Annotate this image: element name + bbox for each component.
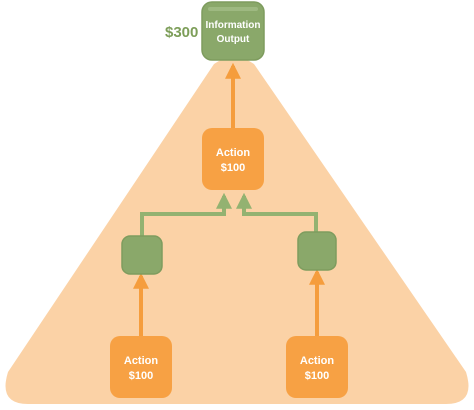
middle-action-amount: $100: [221, 162, 245, 174]
pyramid-background: [5, 57, 469, 404]
right-action-label: Action: [300, 355, 335, 367]
output-node-label-line1: Information: [206, 20, 261, 31]
left-intermediate-node: [121, 235, 163, 275]
right-intermediate-node: [297, 231, 337, 271]
output-node: Information Output: [201, 1, 265, 61]
middle-action-node: Action $100: [202, 128, 264, 190]
left-action-amount: $100: [129, 370, 153, 382]
arrow-right-node-to-middle: [236, 192, 318, 232]
output-node-label-line2: Output: [217, 34, 250, 45]
middle-action-label: Action: [216, 147, 251, 159]
left-action-label: Action: [124, 355, 159, 367]
left-action-node: Action $100: [110, 336, 172, 398]
right-action-node: Action $100: [286, 336, 348, 398]
right-action-amount: $100: [305, 370, 329, 382]
output-price-label: $300: [165, 24, 198, 41]
arrow-left-node-to-middle: [140, 192, 232, 236]
